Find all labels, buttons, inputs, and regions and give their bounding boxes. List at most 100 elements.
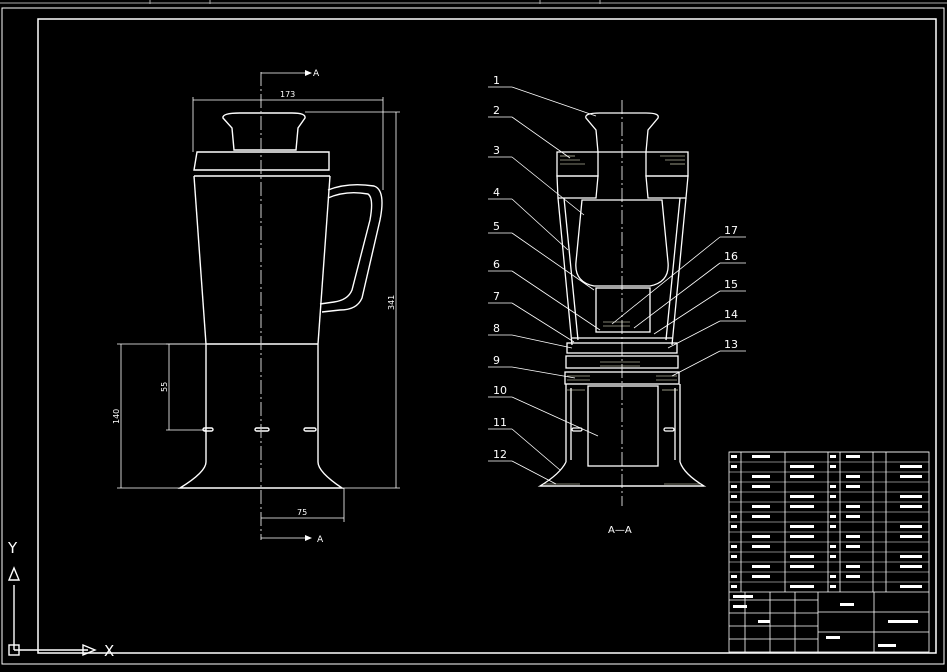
- title-block-cell-text: [900, 555, 922, 558]
- title-block-cell-text: [752, 505, 770, 508]
- title-block-cell-text: [830, 525, 836, 528]
- outer-sheet-border: [1, 7, 945, 665]
- balloon-leader: [511, 270, 601, 331]
- balloon-number: 9: [493, 354, 500, 367]
- balloon-leader: [511, 460, 557, 485]
- title-block-cell-text: [900, 535, 922, 538]
- top-toolbar-strip: [0, 0, 947, 4]
- title-block-cell-text: [752, 565, 770, 568]
- title-block-cell-text: [752, 575, 770, 578]
- title-block-field-text: [840, 603, 854, 606]
- title-block-cell-text: [900, 495, 922, 498]
- balloon-leader: [511, 86, 597, 117]
- section-mark-bottom: A: [317, 535, 324, 545]
- title-block-cell-text: [731, 455, 737, 458]
- balloon-leader: [511, 232, 595, 291]
- balloon-number: 2: [493, 104, 500, 117]
- section-view: [537, 112, 707, 487]
- title-block-cell-text: [790, 585, 814, 588]
- title-block-cell-text: [752, 545, 770, 548]
- title-block-cell-text: [900, 465, 922, 468]
- title-block-cell-text: [846, 545, 860, 548]
- balloon-number: 16: [724, 250, 738, 263]
- title-block-cell-text: [846, 475, 860, 478]
- dim-inner-height: 55: [160, 382, 169, 392]
- title-block-cell-text: [790, 495, 814, 498]
- title-block-rows: [729, 451, 929, 647]
- title-block-cell-text: [752, 475, 770, 478]
- title-block-cell-text: [900, 585, 922, 588]
- title-block-cell-text: [790, 525, 814, 528]
- title-block-cell-text: [846, 505, 860, 508]
- balloon-leader: [511, 396, 599, 437]
- title-block-cell-text: [790, 565, 814, 568]
- title-block-cell-text: [790, 555, 814, 558]
- balloon-leader: [511, 302, 575, 343]
- balloon-leader: [511, 116, 571, 159]
- title-block-cell-text: [731, 545, 737, 548]
- balloon-number: 7: [493, 290, 500, 303]
- title-block-cell-text: [790, 465, 814, 468]
- title-block-cell-text: [752, 515, 770, 518]
- title-block-cell-text: [731, 585, 737, 588]
- title-block-cell-text: [830, 515, 836, 518]
- balloon-leader: [511, 156, 585, 216]
- balloon-leader: [667, 320, 721, 349]
- title-block-cell-text: [790, 505, 814, 508]
- title-block-cell-text: [731, 575, 737, 578]
- title-block-cell-text: [731, 525, 737, 528]
- title-block-cell-text: [752, 455, 770, 458]
- balloon-leader: [511, 428, 561, 471]
- title-block-cell-text: [752, 485, 770, 488]
- title-block-cell-text: [900, 525, 922, 528]
- title-block-cell-text: [846, 515, 860, 518]
- balloon-leader: [511, 334, 573, 349]
- section-mark-top: A: [313, 69, 320, 79]
- dim-base-offset: 75: [297, 508, 307, 517]
- axis-label-x: X: [104, 642, 114, 660]
- title-block-cell-text: [731, 495, 737, 498]
- ucs-axis-icon: [7, 566, 97, 657]
- title-block-cell-text: [900, 475, 922, 478]
- balloon-number: 14: [724, 308, 738, 321]
- title-block-cell-text: [830, 545, 836, 548]
- title-block-field-text: [888, 620, 918, 623]
- balloon-number: 17: [724, 224, 738, 237]
- balloon-number: 8: [493, 322, 500, 335]
- balloon-leader: [511, 198, 569, 251]
- balloon-number: 5: [493, 220, 500, 233]
- title-block-field-text: [826, 636, 840, 639]
- dim-top-width: 173: [280, 90, 295, 99]
- balloon-number: 10: [493, 384, 507, 397]
- title-block-field-text: [878, 644, 896, 647]
- title-block-cell-text: [752, 535, 770, 538]
- title-block-cell-text: [830, 485, 836, 488]
- axis-label-y: Y: [7, 539, 18, 557]
- title-block-cell-text: [846, 485, 860, 488]
- title-block-cell-text: [790, 535, 814, 538]
- balloon-number: 6: [493, 258, 500, 271]
- title-block-cell-text: [790, 475, 814, 478]
- title-block-cell-text: [830, 455, 836, 458]
- dim-base-height: 140: [112, 409, 121, 424]
- section-caption: A—A: [608, 525, 632, 536]
- title-block-cell-text: [846, 565, 860, 568]
- title-block-field-text: [733, 595, 753, 598]
- title-block-field-text: [733, 605, 747, 608]
- balloon-number: 3: [493, 144, 500, 157]
- title-block-cell-text: [846, 535, 860, 538]
- balloon-leader: [611, 236, 721, 325]
- title-block-cell-text: [731, 465, 737, 468]
- front-dimensions: [117, 72, 400, 539]
- title-block-field-text: [758, 620, 770, 623]
- title-block-cell-text: [846, 455, 860, 458]
- balloon-number: 4: [493, 186, 500, 199]
- inner-frame-border: [37, 18, 937, 654]
- title-block-cell-text: [830, 555, 836, 558]
- title-block-cell-text: [830, 495, 836, 498]
- balloon-number: 1: [493, 74, 500, 87]
- balloon-leader: [633, 262, 721, 329]
- title-block-cell-text: [731, 515, 737, 518]
